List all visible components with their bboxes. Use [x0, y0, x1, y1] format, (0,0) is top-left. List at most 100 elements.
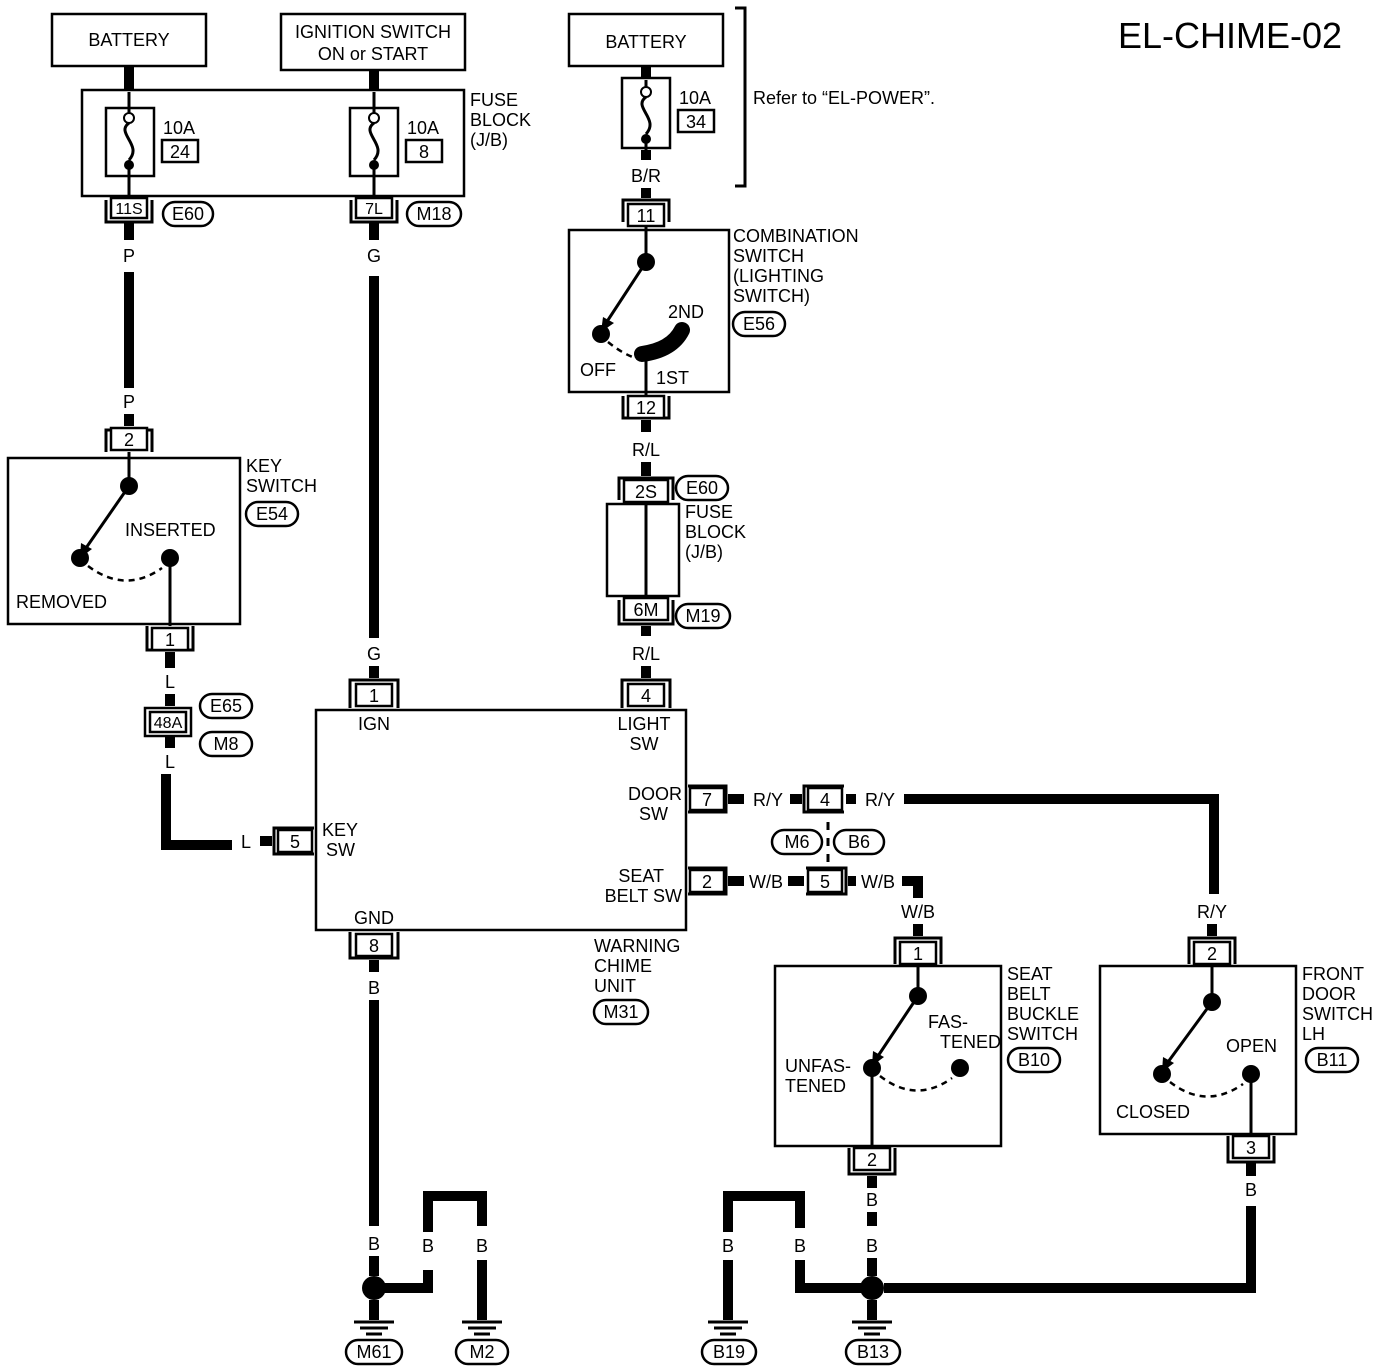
svg-text:CHIME: CHIME [594, 956, 652, 976]
fuse-block-top: 10A 24 10A 8 [80, 88, 466, 198]
svg-text:KEY: KEY [246, 456, 282, 476]
svg-text:W/B: W/B [901, 902, 935, 922]
svg-text:10A: 10A [407, 118, 439, 138]
front-door-switch-lh: 2 OPEN CLOSED 3 [1098, 936, 1298, 1164]
key-switch: 2 INSERTED REMOVED 1 [6, 426, 242, 652]
svg-text:R/Y: R/Y [1197, 902, 1227, 922]
svg-text:24: 24 [170, 142, 190, 162]
svg-text:OFF: OFF [580, 360, 616, 380]
svg-text:KEY: KEY [322, 820, 358, 840]
svg-text:WARNING: WARNING [594, 936, 680, 956]
svg-text:FUSE: FUSE [470, 90, 518, 110]
svg-text:2: 2 [1207, 944, 1217, 964]
svg-text:1: 1 [913, 944, 923, 964]
svg-text:R/L: R/L [632, 440, 660, 460]
connector-11s: 11S E60 [104, 196, 215, 228]
svg-text:B13: B13 [857, 1342, 889, 1362]
fuse-34: 10A 34 [620, 76, 716, 150]
svg-text:BATTERY: BATTERY [88, 30, 169, 50]
svg-text:B: B [368, 978, 380, 998]
svg-text:M61: M61 [356, 1342, 391, 1362]
svg-text:FRONT: FRONT [1302, 964, 1364, 984]
svg-text:SWITCH: SWITCH [246, 476, 317, 496]
svg-text:DOOR: DOOR [1302, 984, 1356, 1004]
svg-text:M2: M2 [469, 1342, 494, 1362]
svg-text:E65: E65 [210, 696, 242, 716]
svg-text:BLOCK: BLOCK [685, 522, 746, 542]
svg-text:7L: 7L [365, 201, 383, 218]
svg-text:8: 8 [369, 936, 379, 956]
svg-text:4: 4 [641, 686, 651, 706]
svg-text:5: 5 [290, 832, 300, 852]
svg-text:BUCKLE: BUCKLE [1007, 1004, 1079, 1024]
diagram-title: EL-CHIME-02 [1118, 15, 1342, 56]
svg-text:W/B: W/B [861, 872, 895, 892]
svg-text:FUSE: FUSE [685, 502, 733, 522]
svg-text:BELT: BELT [1007, 984, 1051, 1004]
svg-text:TENED: TENED [785, 1076, 846, 1096]
svg-text:5: 5 [820, 872, 830, 892]
svg-text:M8: M8 [213, 734, 238, 754]
svg-text:B: B [866, 1190, 878, 1210]
svg-text:2ND: 2ND [668, 302, 704, 322]
ground-b19: B19 [700, 1320, 758, 1366]
svg-text:2: 2 [124, 430, 134, 450]
svg-text:B: B [1245, 1180, 1257, 1200]
svg-text:12: 12 [636, 398, 656, 418]
svg-text:48A: 48A [154, 715, 183, 732]
svg-text:8: 8 [419, 142, 429, 162]
svg-text:11: 11 [637, 206, 656, 226]
svg-text:SW: SW [326, 840, 355, 860]
splice-right [860, 1276, 884, 1300]
connector-48a: 48A E65 M8 [143, 692, 254, 758]
connector-m6-b6: 4 5 M6 B6 [770, 784, 886, 896]
svg-text:TENED: TENED [940, 1032, 1001, 1052]
svg-text:M18: M18 [416, 204, 451, 224]
svg-text:BELT SW: BELT SW [605, 886, 682, 906]
ignition-switch-source: IGNITION SWITCH ON or START [279, 12, 467, 72]
svg-text:COMBINATION: COMBINATION [733, 226, 859, 246]
svg-text:R/Y: R/Y [865, 790, 895, 810]
combination-switch: 11 2ND OFF 1ST 12 [567, 198, 731, 420]
svg-text:B/R: B/R [631, 166, 661, 186]
connector-7l: 7L M18 [349, 196, 463, 228]
svg-text:REMOVED: REMOVED [16, 592, 107, 612]
svg-text:DOOR: DOOR [628, 784, 682, 804]
svg-text:E54: E54 [256, 504, 288, 524]
svg-text:2S: 2S [635, 482, 657, 502]
warning-chime-unit: 1 4 IGN LIGHT SW DOOR SW SEAT BELT SW KE… [272, 678, 728, 960]
ground-b13: B13 [844, 1320, 902, 1366]
svg-text:E60: E60 [686, 478, 718, 498]
svg-text:B: B [794, 1236, 806, 1256]
svg-text:OPEN: OPEN [1226, 1036, 1277, 1056]
svg-text:M19: M19 [685, 606, 720, 626]
svg-text:(LIGHTING: (LIGHTING [733, 266, 824, 286]
svg-text:10A: 10A [679, 88, 711, 108]
svg-text:L: L [165, 672, 175, 692]
svg-text:R/L: R/L [632, 644, 660, 664]
svg-text:UNFAS-: UNFAS- [785, 1056, 851, 1076]
svg-text:1ST: 1ST [656, 368, 689, 388]
svg-text:2: 2 [867, 1150, 877, 1170]
svg-text:BLOCK: BLOCK [470, 110, 531, 130]
svg-text:6M: 6M [633, 600, 658, 620]
svg-text:(J/B): (J/B) [470, 130, 508, 150]
svg-text:L: L [241, 832, 251, 852]
svg-text:GND: GND [354, 908, 394, 928]
svg-text:B: B [866, 1236, 878, 1256]
fuse-block-mid: 2S E60 6M M19 [605, 474, 732, 630]
svg-text:IGN: IGN [358, 714, 390, 734]
svg-text:1: 1 [165, 630, 175, 650]
svg-text:34: 34 [686, 112, 706, 132]
svg-text:M31: M31 [603, 1002, 638, 1022]
svg-text:1: 1 [369, 686, 379, 706]
battery-right: BATTERY [567, 12, 725, 68]
splice-left [362, 1276, 386, 1300]
svg-text:B: B [368, 1234, 380, 1254]
svg-text:UNIT: UNIT [594, 976, 636, 996]
svg-text:Refer to “EL-POWER”.: Refer to “EL-POWER”. [753, 88, 935, 108]
svg-text:B19: B19 [713, 1342, 745, 1362]
svg-text:B: B [422, 1236, 434, 1256]
svg-text:2: 2 [702, 872, 712, 892]
